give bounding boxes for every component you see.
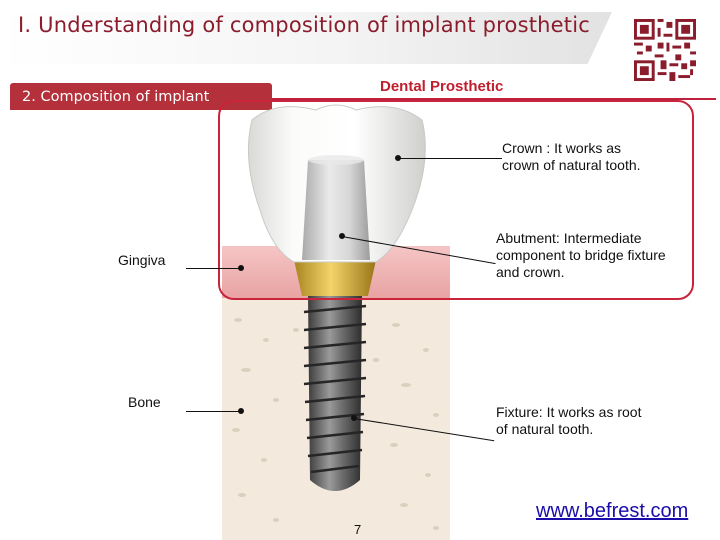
crown-leader [398,158,502,159]
section-rule [270,98,716,100]
bone-label: Bone [128,394,161,410]
bone-dot [238,408,244,414]
abutment-dot [339,233,345,239]
gingiva-label: Gingiva [118,252,166,268]
crown-label: Crown : It works as crown of natural too… [502,140,641,173]
dental-prosthetic-label: Dental Prosthetic [380,78,504,95]
qr-code-icon [634,19,696,81]
bone-leader [186,411,242,412]
header-band [0,12,612,64]
gingiva-dot [238,265,244,271]
dental-prosthetic-frame [218,100,694,300]
abutment-label: Abutment: Intermediate component to brid… [496,230,666,280]
crown-dot [395,155,401,161]
page-number: 7 [354,522,362,537]
section-tab: 2. Composition of implant [10,83,272,110]
gingiva-leader [186,268,242,269]
page-title: I. Understanding of composition of impla… [18,13,590,37]
website-link[interactable]: www.befrest.com [536,500,689,522]
fixture-label: Fixture: It works as root of natural too… [496,404,642,437]
implant-illustration [222,104,450,540]
fixture-dot [351,415,357,421]
